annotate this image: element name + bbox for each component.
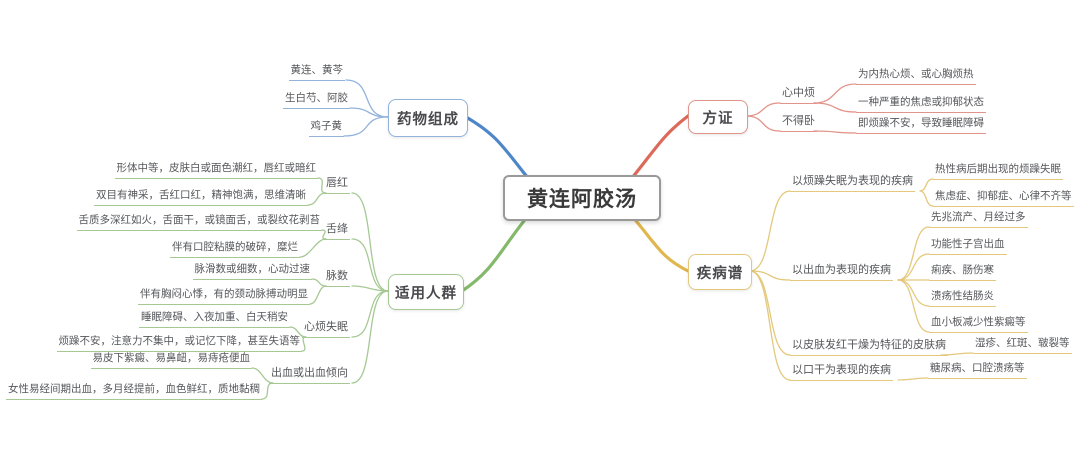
syndrome-leaf[interactable]: 为内热心烦、或心胸烦热 [856, 68, 976, 85]
population-leaf[interactable]: 睡眠障碍、入夜加重、白天稍安 [139, 311, 290, 328]
diseases-leaf[interactable]: 溃疡性结肠炎 [929, 290, 996, 307]
population-leaf[interactable]: 形体中等，皮肤白或面色潮红，唇红或暗红 [114, 162, 318, 179]
population-leaf[interactable]: 双目有神采，舌红口红，精神饱满，思维清晰 [94, 189, 308, 206]
central-topic[interactable]: 黄连阿胶汤 [503, 175, 661, 221]
diseases-category[interactable]: 以口干为表现的疾病 [790, 364, 893, 381]
syndrome-leaf[interactable]: 一种严重的焦虑或抑郁状态 [856, 96, 986, 113]
diseases-category[interactable]: 以皮肤发红干燥为特征的皮肤病 [790, 339, 948, 356]
diseases-leaf[interactable]: 热性病后期出现的烦躁失眠 [933, 163, 1063, 180]
syndrome-leaf[interactable]: 即烦躁不安，导致睡眠障碍 [856, 117, 986, 134]
syndrome-subtopic[interactable]: 不得卧 [780, 115, 817, 132]
population-leaf[interactable]: 脉滑数或细数，心动过速 [192, 263, 312, 280]
branch-diseases[interactable]: 疾病谱 [688, 254, 752, 290]
diseases-leaf[interactable]: 痢疾、肠伤寒 [929, 264, 996, 281]
population-leaf[interactable]: 伴有胸闷心悸，有的颈动脉搏动明显 [138, 288, 310, 305]
population-leaf[interactable]: 易皮下紫癜、易鼻衄，易痔疮便血 [90, 352, 252, 369]
composition-item[interactable]: 黄连、黄芩 [288, 64, 345, 81]
diseases-leaf[interactable]: 糖尿病、口腔溃疡等 [928, 362, 1027, 379]
composition-item[interactable]: 生白芍、阿胶 [283, 92, 350, 109]
diseases-category[interactable]: 以烦躁失眠为表现的疾病 [790, 175, 915, 192]
population-leaf[interactable]: 舌质多深红如火，舌面干，或镜面舌，或裂纹花剥苔 [76, 214, 322, 231]
diseases-leaf[interactable]: 焦虑症、抑郁症、心律不齐等 [933, 190, 1074, 207]
diseases-leaf[interactable]: 湿疹、红斑、皲裂等 [973, 337, 1072, 354]
population-subtopic[interactable]: 舌绛 [324, 223, 350, 240]
branch-composition[interactable]: 药物组成 [388, 99, 468, 137]
population-leaf[interactable]: 女性易经间期出血，多月经提前，血色鲜红，质地黏稠 [6, 383, 262, 400]
population-subtopic[interactable]: 脉数 [324, 270, 350, 287]
population-leaf[interactable]: 伴有口腔粘膜的破碎，糜烂 [170, 241, 300, 258]
branch-syndrome[interactable]: 方证 [688, 100, 748, 134]
population-subtopic[interactable]: 心烦失眠 [302, 321, 350, 338]
composition-item[interactable]: 鸡子黄 [308, 120, 344, 137]
population-leaf[interactable]: 烦躁不安，注意力不集中，或记忆下降，甚至失语等 [56, 335, 302, 352]
population-subtopic[interactable]: 唇红 [324, 177, 350, 194]
diseases-leaf[interactable]: 功能性子宫出血 [929, 238, 1007, 255]
population-subtopic[interactable]: 出血或出血倾向 [269, 367, 350, 384]
diseases-leaf[interactable]: 先兆流产、月经过多 [929, 211, 1028, 228]
syndrome-subtopic[interactable]: 心中烦 [780, 87, 817, 104]
branch-population[interactable]: 适用人群 [388, 274, 464, 310]
diseases-leaf[interactable]: 血小板减少性紫癜等 [929, 316, 1028, 333]
diseases-category[interactable]: 以出血为表现的疾病 [790, 264, 893, 281]
